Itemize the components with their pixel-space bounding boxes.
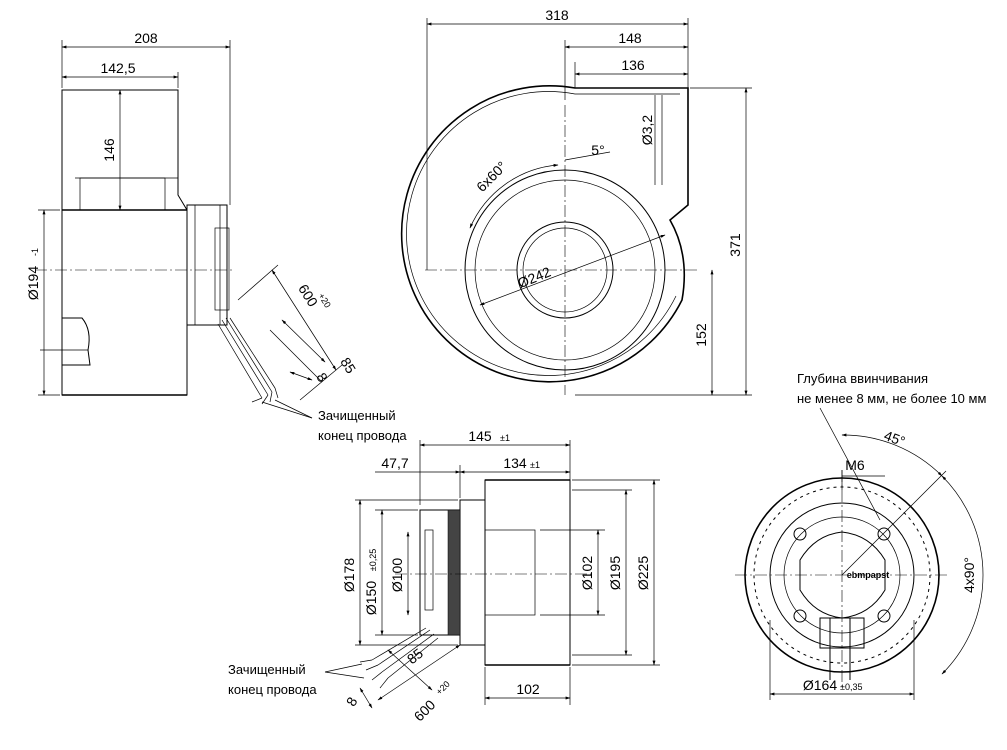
dim-section-600-tol: +20 [434, 679, 452, 697]
rear-view: ebmpapst Глубина ввинчивания не менее 8 … [735, 371, 986, 700]
dim-134-tol: ±1 [530, 460, 540, 470]
dim-section-85: 85 [404, 645, 426, 667]
dim-100: Ø100 [389, 558, 405, 592]
section-view: 145 ±1 47,7 134 ±1 Ø178 Ø150 ±0,25 Ø100 … [228, 428, 660, 724]
dim-208: 208 [134, 30, 158, 46]
rear-logo: ebmpapst [847, 570, 890, 580]
section-hub [484, 529, 536, 616]
dim-6x60: 6x60° [473, 158, 510, 195]
dim-242: Ø242 [515, 263, 553, 291]
depth-note-line2: не менее 8 мм, не более 10 мм [797, 391, 986, 406]
dim-148: 148 [618, 30, 642, 46]
dim-164-tol: ±0,35 [840, 682, 862, 692]
section-wire-note-line1: Зачищенный [228, 662, 306, 677]
side-cables [217, 317, 276, 399]
dim-102-bottom: 102 [516, 681, 540, 697]
side-view: 208 142,5 146 Ø194 -1 600 +20 85 8 Зачищ… [25, 30, 407, 443]
dim-3-2: Ø3,2 [639, 115, 655, 146]
dim-145-tol: ±1 [500, 433, 510, 443]
dim-4x90: 4x90° [961, 557, 977, 593]
rear-bolt-4 [877, 609, 891, 623]
dim-side-600-tol: +20 [316, 291, 333, 309]
dim-146: 146 [101, 138, 117, 162]
rear-bolt-2 [877, 527, 891, 541]
dim-102: Ø102 [579, 556, 595, 590]
depth-note-line1: Глубина ввинчивания [797, 371, 928, 386]
side-housing [61, 209, 188, 396]
side-outlet [61, 89, 188, 211]
rear-hub [799, 531, 886, 619]
dim-5deg: 5° [591, 142, 604, 158]
dim-150-tol: ±0,25 [368, 549, 378, 571]
section-housing [484, 479, 571, 666]
rear-bolt-1 [793, 527, 807, 541]
dim-142-5: 142,5 [100, 60, 135, 76]
dim-45: 45° [882, 427, 907, 449]
side-wire-note-line2: конец провода [318, 428, 407, 443]
dim-150: Ø150 [363, 581, 379, 615]
dim-134: 134 [503, 455, 527, 471]
rear-bolt-3 [793, 609, 807, 623]
dim-195: Ø195 [607, 556, 623, 590]
dim-section-600: 600 [411, 696, 439, 724]
front-scroll-housing [400, 85, 689, 383]
dim-side-85: 85 [337, 355, 359, 377]
front-view: 6x60° 5° Ø242 318 148 136 Ø3,2 371 152 [400, 7, 752, 396]
dim-side-8: 8 [313, 370, 331, 385]
dim-194: Ø194 [25, 266, 41, 300]
side-inlet-lip [62, 317, 91, 366]
dim-136: 136 [621, 57, 645, 73]
dim-194-tol: -1 [30, 248, 40, 256]
dim-m6: M6 [845, 457, 865, 473]
dim-section-8: 8 [343, 694, 361, 709]
side-wire-note-line1: Зачищенный [318, 408, 396, 423]
dim-164: Ø164 [803, 677, 837, 693]
dim-178: Ø178 [341, 558, 357, 592]
side-motor [186, 204, 228, 326]
dim-225: Ø225 [635, 556, 651, 590]
section-wire-note-line2: конец провода [228, 682, 317, 697]
dim-145: 145 [468, 428, 492, 444]
dim-47-7: 47,7 [381, 455, 408, 471]
dim-371: 371 [727, 233, 743, 257]
dim-318: 318 [545, 7, 569, 23]
dim-152: 152 [693, 323, 709, 347]
